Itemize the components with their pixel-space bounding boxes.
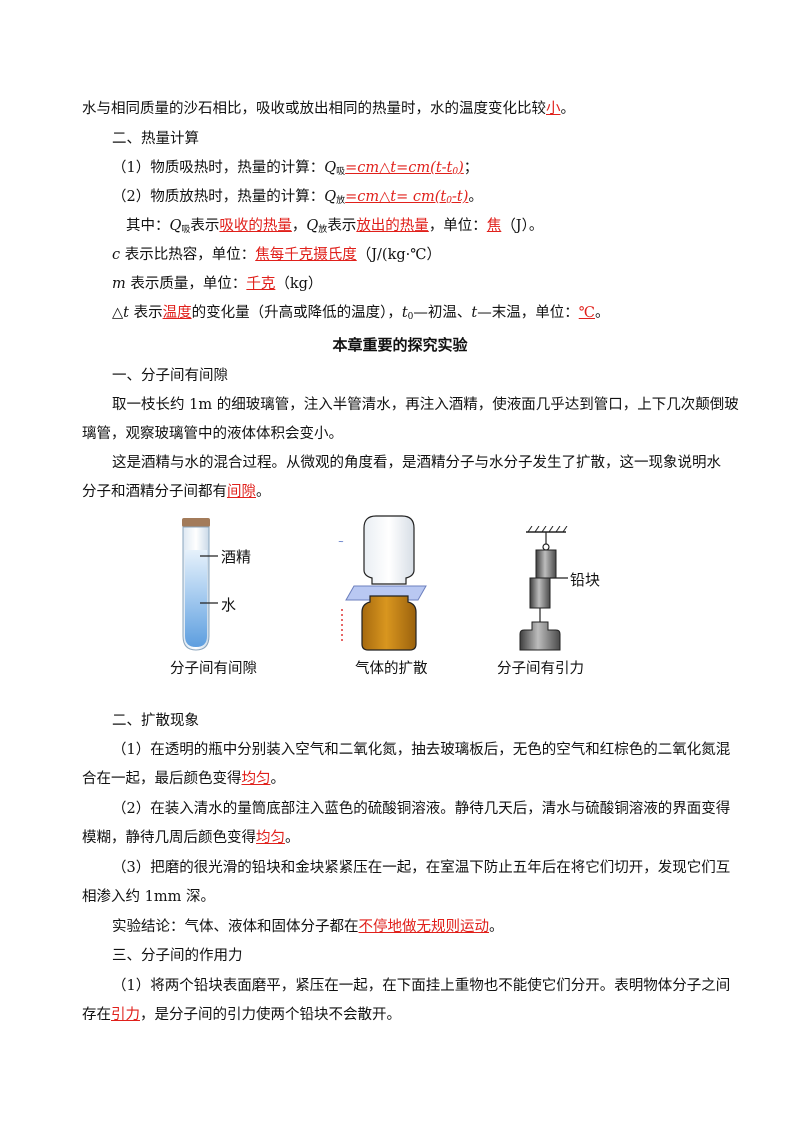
text-line: 这是酒精与水的混合过程。从微观的角度看，是酒精分子与水分子发生了扩散，这一现象说… <box>112 455 721 471</box>
text-line: （1）在透明的瓶中分别装入空气和二氧化氮，抽去玻璃板后，无色的空气和红棕色的二氧… <box>112 742 731 758</box>
text-line: 相渗入约 1mm 深。 <box>82 889 215 905</box>
svg-text:~: ~ <box>338 538 344 546</box>
text-line: （2）在装入清水的量筒底部注入蓝色的硫酸铜溶液。静待几天后，清水与硫酸铜溶液的界… <box>112 801 731 817</box>
label-alcohol: 酒精 <box>221 548 252 566</box>
lower-lead-block <box>529 577 551 609</box>
section-title: 三、分子间的作用力 <box>112 948 243 964</box>
formula-release: （2）物质放热时，热量的计算：Q放=cm△t= cm(t0-t)。 <box>112 189 483 206</box>
text-line: 合在一起，最后颜色变得均匀。 <box>82 771 285 787</box>
text-line: 取一枝长约 1m 的细玻璃管，注入半管清水，再注入酒精，使液面几乎达到管口，上下… <box>112 397 739 413</box>
label-water: 水 <box>221 596 237 614</box>
section-title: 一、分子间有间隙 <box>112 368 228 384</box>
answer-blank: 间隙 <box>227 484 256 500</box>
answer-blank: 焦 <box>486 218 502 234</box>
lead-blocks-figure <box>519 526 568 651</box>
section-title: 二、热量计算 <box>112 131 199 147</box>
answer-blank: =cm△t=cm(t-t0) <box>345 160 464 177</box>
answer-blank: 吸收的热量 <box>219 218 292 234</box>
definition-q: 其中：Q吸表示吸收的热量，Q放表示放出的热量，单位：焦（J）。 <box>126 218 544 235</box>
tube-liquid <box>185 550 207 647</box>
conclusion: 实验结论：气体、液体和固体分子都在不停地做无规则运动。 <box>112 919 504 935</box>
definition-c: c 表示比热容，单位：焦每千克摄氏度（J/(kg·℃） <box>112 247 441 263</box>
lower-bottle <box>361 595 417 651</box>
upper-lead-block <box>535 549 557 579</box>
text-line: 存在引力，是分子间的引力使两个铅块不会散开。 <box>82 1007 401 1023</box>
label-lead: 铅块 <box>570 571 601 589</box>
answer-blank: ℃ <box>578 305 595 321</box>
answer-blank: 小 <box>546 101 561 117</box>
answer-blank: 引力 <box>111 1007 140 1023</box>
tube-stopper <box>182 518 210 527</box>
definition-m: m 表示质量，单位：千克（kg） <box>112 276 323 292</box>
answer-blank: 温度 <box>162 305 192 321</box>
text-line: （3）把磨的很光滑的铅块和金块紧紧压在一起，在室温下防止五年后在将它们切开，发现… <box>112 860 731 876</box>
answer-blank: 均匀 <box>241 771 271 787</box>
definition-dt: △t 表示温度的变化量（升高或降低的温度），t0—初温、t—末温，单位：℃。 <box>112 305 610 322</box>
section-title: 二、扩散现象 <box>112 713 199 729</box>
caption-attraction: 分子间有引力 <box>497 661 584 677</box>
text-line: （1）将两个铅块表面磨平，紧压在一起，在下面挂上重物也不能使它们分开。表明物体分… <box>112 978 731 994</box>
gas-diffusion-figure: ~ <box>338 515 427 651</box>
answer-blank: =cm△t= cm(t0-t) <box>345 189 469 206</box>
answer-blank: 焦每千克摄氏度 <box>255 247 357 263</box>
formula-absorb: （1）物质吸热时，热量的计算：Q吸=cm△t=cm(t-t0)； <box>112 160 479 177</box>
text-line: 分子和酒精分子间都有间隙。 <box>82 484 271 500</box>
answer-blank: 不停地做无规则运动 <box>358 919 490 935</box>
text-line: 模糊，静待几周后颜色变得均匀。 <box>82 830 300 846</box>
answer-blank: 均匀 <box>256 830 285 846</box>
hanging-weight <box>519 621 561 651</box>
answer-blank: 千克 <box>246 276 276 292</box>
caption-diffusion: 气体的扩散 <box>355 661 428 677</box>
caption-gap: 分子间有间隙 <box>170 661 257 677</box>
upper-bottle <box>363 515 415 585</box>
text-line: 璃管，观察玻璃管中的液体体积会变小。 <box>82 426 343 442</box>
answer-blank: 放出的热量 <box>356 218 429 234</box>
test-tube-figure <box>182 518 218 651</box>
chapter-heading: 本章重要的探究实验 <box>332 336 468 354</box>
text-line: 水与相同质量的沙石相比，吸收或放出相同的热量时，水的温度变化比较小。 <box>82 101 575 117</box>
